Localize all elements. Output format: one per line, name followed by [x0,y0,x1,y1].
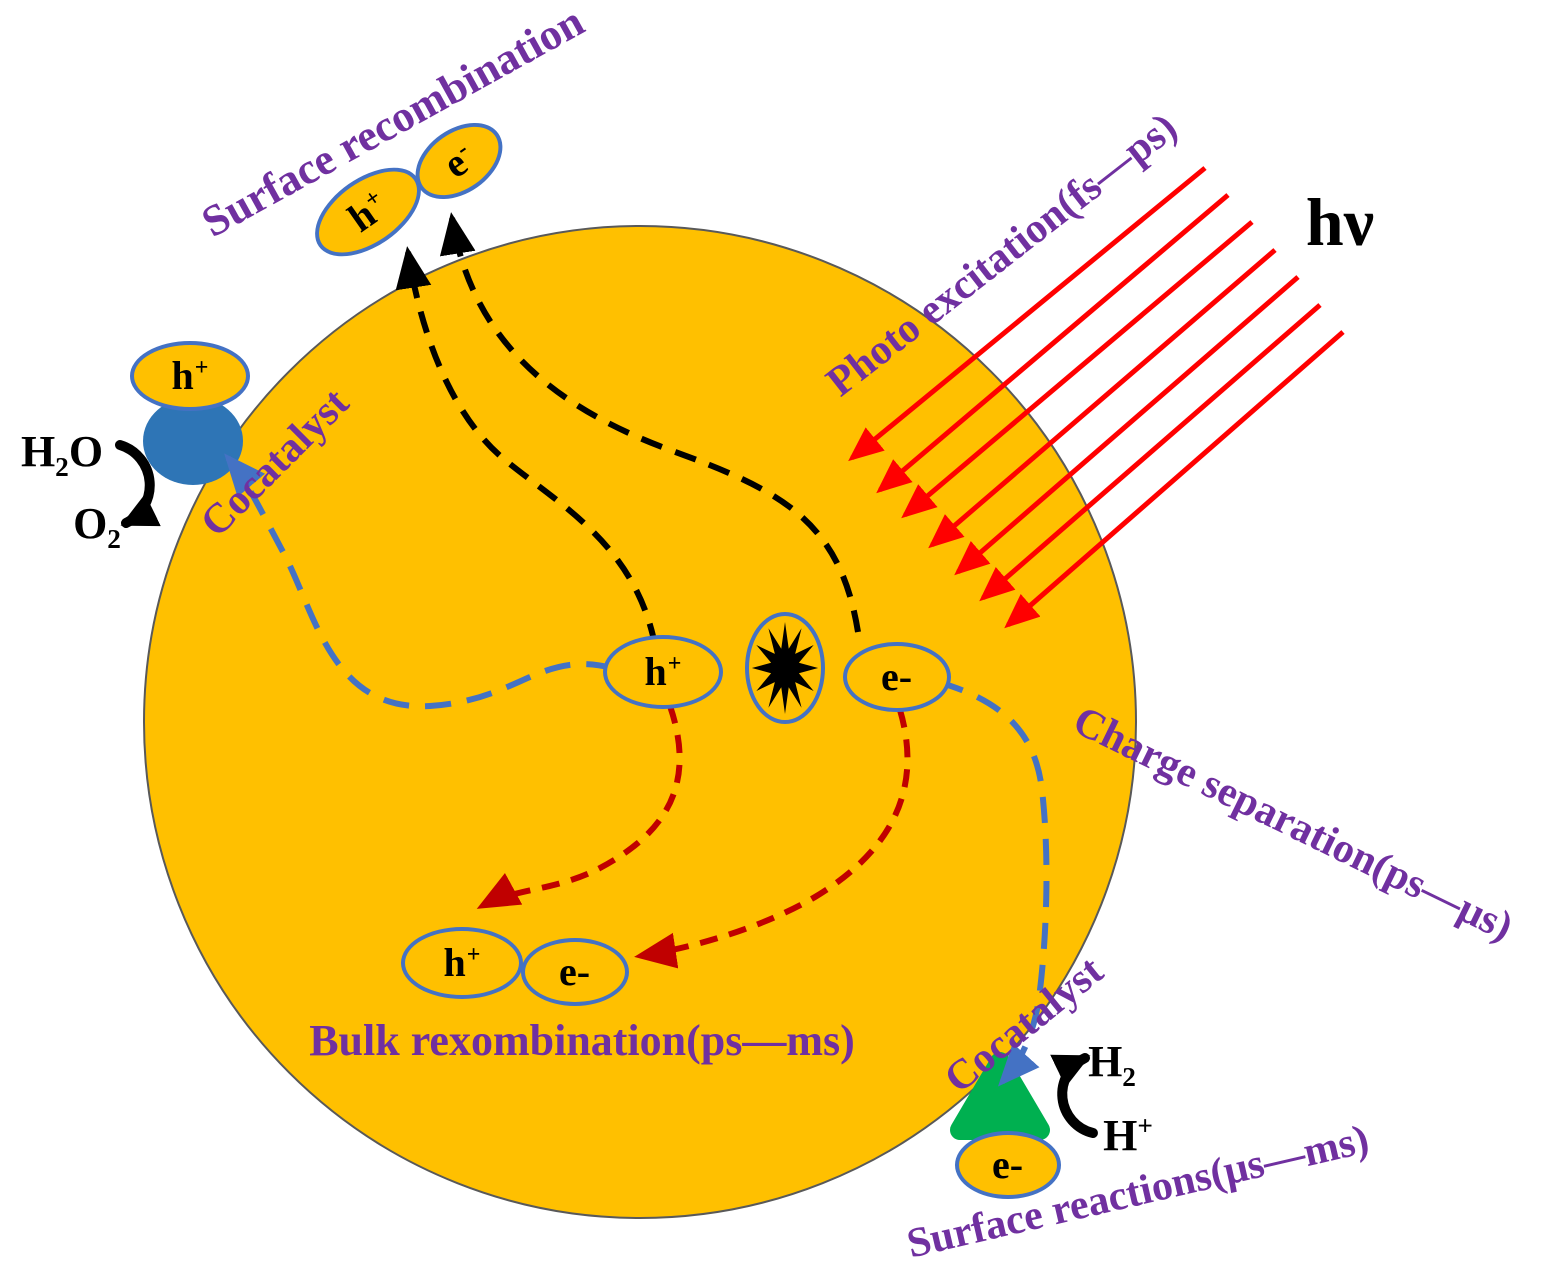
light-ray [901,220,1254,519]
surface-recombination-hole-path [395,246,658,646]
carrier-label: h+ [443,940,481,985]
cocatalyst-green-blob [950,1052,1050,1140]
electron-carrier-center: e- [843,642,951,712]
surface-recombination-paths [395,212,861,646]
light-hv-label: hν [1305,184,1375,260]
water-label: H2O [20,427,104,482]
hole-carrier-left: h+ [130,341,250,411]
surface-recombination-electron-path [439,212,861,633]
carrier-label: h+ [171,353,209,398]
light-ray [876,193,1230,494]
light-ray [954,275,1300,576]
hole-carrier-center: h+ [603,635,723,709]
starburst-icon [751,622,819,714]
oxygen-label: O2 [73,499,121,554]
hole-migration-path [224,453,613,710]
electron-carrier-bulk: e- [521,938,629,1006]
carrier-label: e- [558,949,591,994]
carrier-label: e- [434,135,476,187]
bulk-recombination-hole-path [476,705,683,909]
reaction-arrows [115,440,1098,1138]
proton-reduction-arrow [1050,1053,1098,1138]
light-rays [848,166,1345,629]
light-ray [1004,330,1345,629]
hole-carrier-bulk: h+ [401,927,523,999]
light-ray [928,248,1277,549]
carrier-label: e- [880,654,913,699]
carrier-label: h+ [339,183,386,241]
bulk-recombination-label: Bulk rexombination(ps—ms) [309,1016,855,1065]
carrier-label: e- [991,1142,1024,1187]
bulk-recombination-electron-path [634,709,911,969]
carrier-label: h+ [644,649,682,694]
light-ray [979,303,1322,602]
water-oxidation-arrow [115,440,161,528]
charge-migration-paths [224,453,1050,1087]
light-ray [848,166,1207,462]
bulk-recombination-paths [476,705,911,969]
hydrogen-label: H2 [1088,1037,1136,1092]
cocatalyst-blue-blob [143,397,243,485]
excitation-starburst [745,612,825,724]
electron-carrier-surface: e- [955,1131,1061,1199]
proton-label: H+ [1103,1110,1153,1160]
